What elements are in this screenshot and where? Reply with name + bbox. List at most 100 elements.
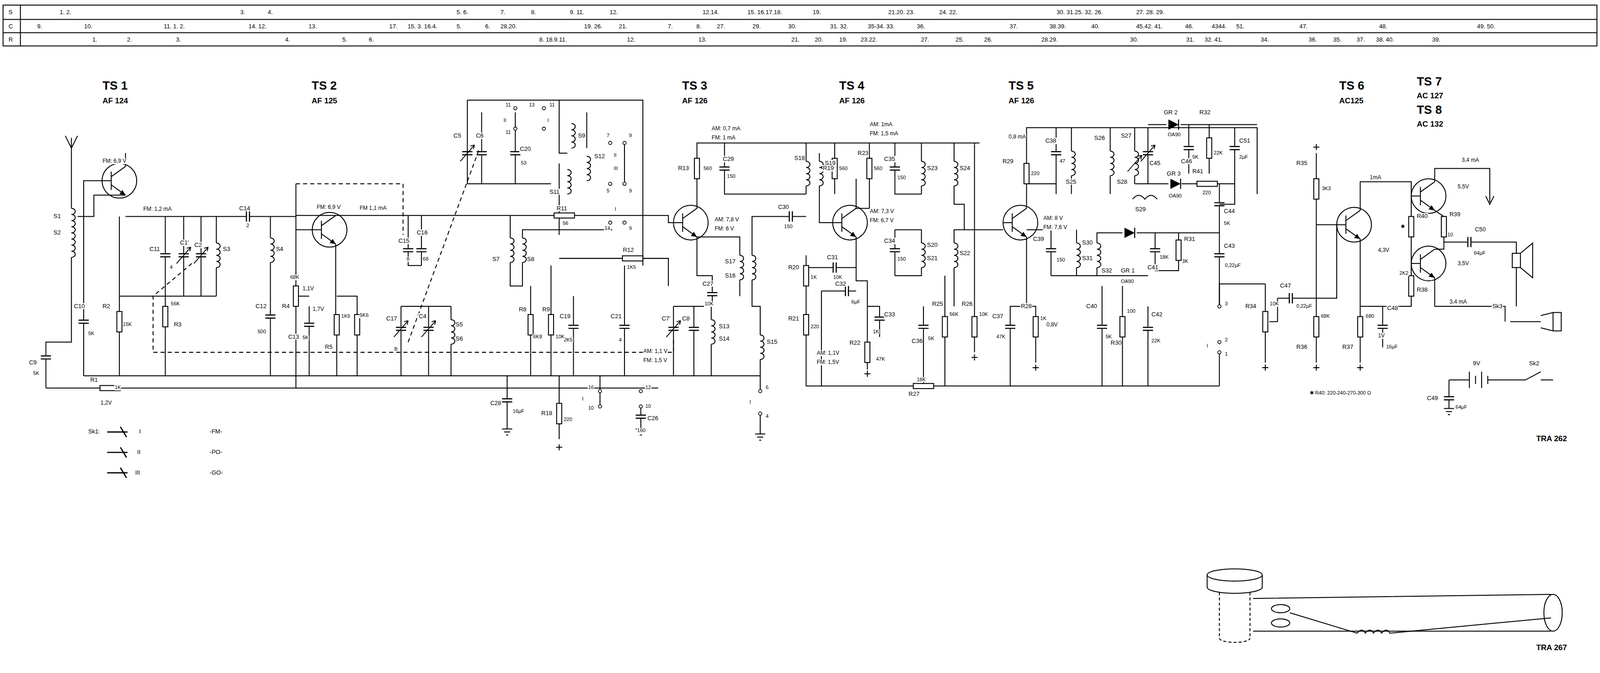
component-value: 220 — [1030, 170, 1040, 177]
component-value: 56K — [949, 311, 960, 318]
component-label: R39 — [1449, 211, 1462, 218]
component-label: C50 — [1474, 226, 1487, 233]
table-cell: 1. 2. — [58, 9, 72, 16]
component-label: S5 — [455, 321, 464, 328]
component-label: C43 — [1223, 242, 1236, 250]
table-cell: 11. 1. 2. — [163, 23, 186, 30]
component-label: S25 — [1065, 178, 1077, 186]
component-value: 68K — [1320, 313, 1331, 320]
component-label: C19 — [559, 313, 571, 320]
component-label: S14 — [718, 335, 730, 342]
table-cell: 35. — [1332, 36, 1342, 43]
component-value: 68 — [422, 256, 429, 262]
component-label: R25 — [931, 300, 944, 308]
measurement-label: 5,5V — [1457, 183, 1470, 190]
table-cell: 10. — [83, 23, 93, 30]
table-cell: 12.14. — [702, 9, 720, 16]
component-label: C30 — [777, 203, 790, 211]
component-value: 1K — [1040, 315, 1047, 322]
measurement-label: FM: 1,5V — [816, 359, 840, 366]
table-cell: 13. — [308, 23, 318, 30]
component-value: 10 — [1446, 232, 1454, 238]
table-cell: 3. — [240, 9, 246, 16]
table-cell: 38. 40. — [1375, 36, 1395, 43]
component-label: C34 — [883, 237, 896, 245]
component-label: R32 — [1199, 109, 1211, 116]
component-value: 6μF — [851, 299, 861, 305]
type-label: AC 127 — [1416, 91, 1444, 101]
table-cell: 32. 41. — [1204, 36, 1224, 43]
component-label: R18 — [540, 410, 553, 417]
table-cell: 21. — [790, 36, 800, 43]
table-cell: 36. — [1308, 36, 1318, 43]
component-label: -FM- — [209, 428, 223, 435]
transistor-label: TS 7 — [1416, 75, 1443, 88]
component-label: C7' — [661, 315, 671, 322]
table-cell: 6. — [484, 23, 491, 30]
table-cell: 7. — [500, 9, 507, 16]
component-label: C1' — [179, 239, 190, 246]
measurement-label: FM: 1,5 V — [642, 357, 668, 364]
table-cell: 14. 12. — [247, 23, 267, 30]
table-cell: 9. 11. — [569, 9, 586, 16]
component-value: 13 — [528, 102, 535, 108]
component-label: III — [134, 469, 141, 476]
table-cell: 20. — [814, 36, 824, 43]
table-cell: S — [8, 9, 14, 16]
component-value: 16μF — [512, 408, 525, 415]
component-label: R20 — [787, 264, 800, 271]
component-value: II — [502, 117, 507, 124]
component-value: 150 — [1056, 257, 1066, 263]
component-value: B — [394, 346, 399, 352]
wiring — [3, 5, 1598, 643]
component-value: 220 — [1201, 190, 1211, 196]
component-label: C33 — [883, 311, 896, 318]
component-value: 3 — [1224, 301, 1229, 307]
component-value: ✱ — [1400, 224, 1406, 230]
table-cell: 19. 26. — [583, 23, 603, 30]
component-label: GR 2 — [1163, 109, 1179, 116]
component-value: 500 — [257, 329, 267, 335]
component-value: 1K — [810, 274, 817, 281]
component-label: S17 — [724, 258, 736, 265]
table-cell: 19. — [838, 36, 848, 43]
component-label: C12 — [255, 303, 267, 310]
table-cell: 8. 18.9.11. — [538, 36, 568, 43]
component-label: C41 — [1146, 264, 1159, 271]
component-value: 2K2 — [1398, 270, 1409, 277]
component-label: C4 — [418, 313, 427, 320]
table-cell: 19. — [812, 9, 822, 16]
component-label: C9 — [28, 359, 38, 366]
transistor-label: TS 2 — [311, 79, 338, 92]
component-label: S8 — [526, 256, 535, 263]
table-cell: 28.20. — [500, 23, 518, 30]
component-value: 220 — [563, 416, 573, 423]
type-label: TRA 267 — [1535, 643, 1568, 652]
table-cell: 21. — [618, 23, 628, 30]
table-cell: 35-34. 33. — [867, 23, 896, 30]
component-value: 14 — [603, 225, 611, 232]
table-cell: 31. 32. — [829, 23, 849, 30]
table-cell: 27. — [920, 36, 930, 43]
component-label: R1 — [89, 376, 99, 384]
table-cell: 37. — [1356, 36, 1366, 43]
component-label: S32 — [1100, 267, 1113, 274]
component-label: R29 — [1002, 158, 1014, 165]
component-label: C49 — [1426, 394, 1439, 402]
component-label: R4 — [281, 303, 291, 310]
table-cell: 51. — [1235, 23, 1245, 30]
component-value: 680 — [1365, 313, 1375, 320]
component-label: -PO- — [209, 448, 223, 456]
type-label: AF 126 — [1008, 96, 1035, 106]
table-cell: 28.29. — [1040, 36, 1059, 43]
component-label: R41 — [1191, 168, 1204, 175]
component-value: 10K — [978, 311, 989, 318]
component-value: I — [546, 117, 550, 124]
component-value: 5K — [87, 330, 95, 337]
type-label: AC125 — [1338, 96, 1365, 106]
component-label: C48 — [1386, 304, 1399, 312]
component-value: 6 — [765, 384, 769, 391]
component-value: 11 — [505, 102, 512, 108]
measurement-label: FM: 1,2 mA — [143, 206, 173, 213]
table-cell: 5. — [456, 23, 463, 30]
